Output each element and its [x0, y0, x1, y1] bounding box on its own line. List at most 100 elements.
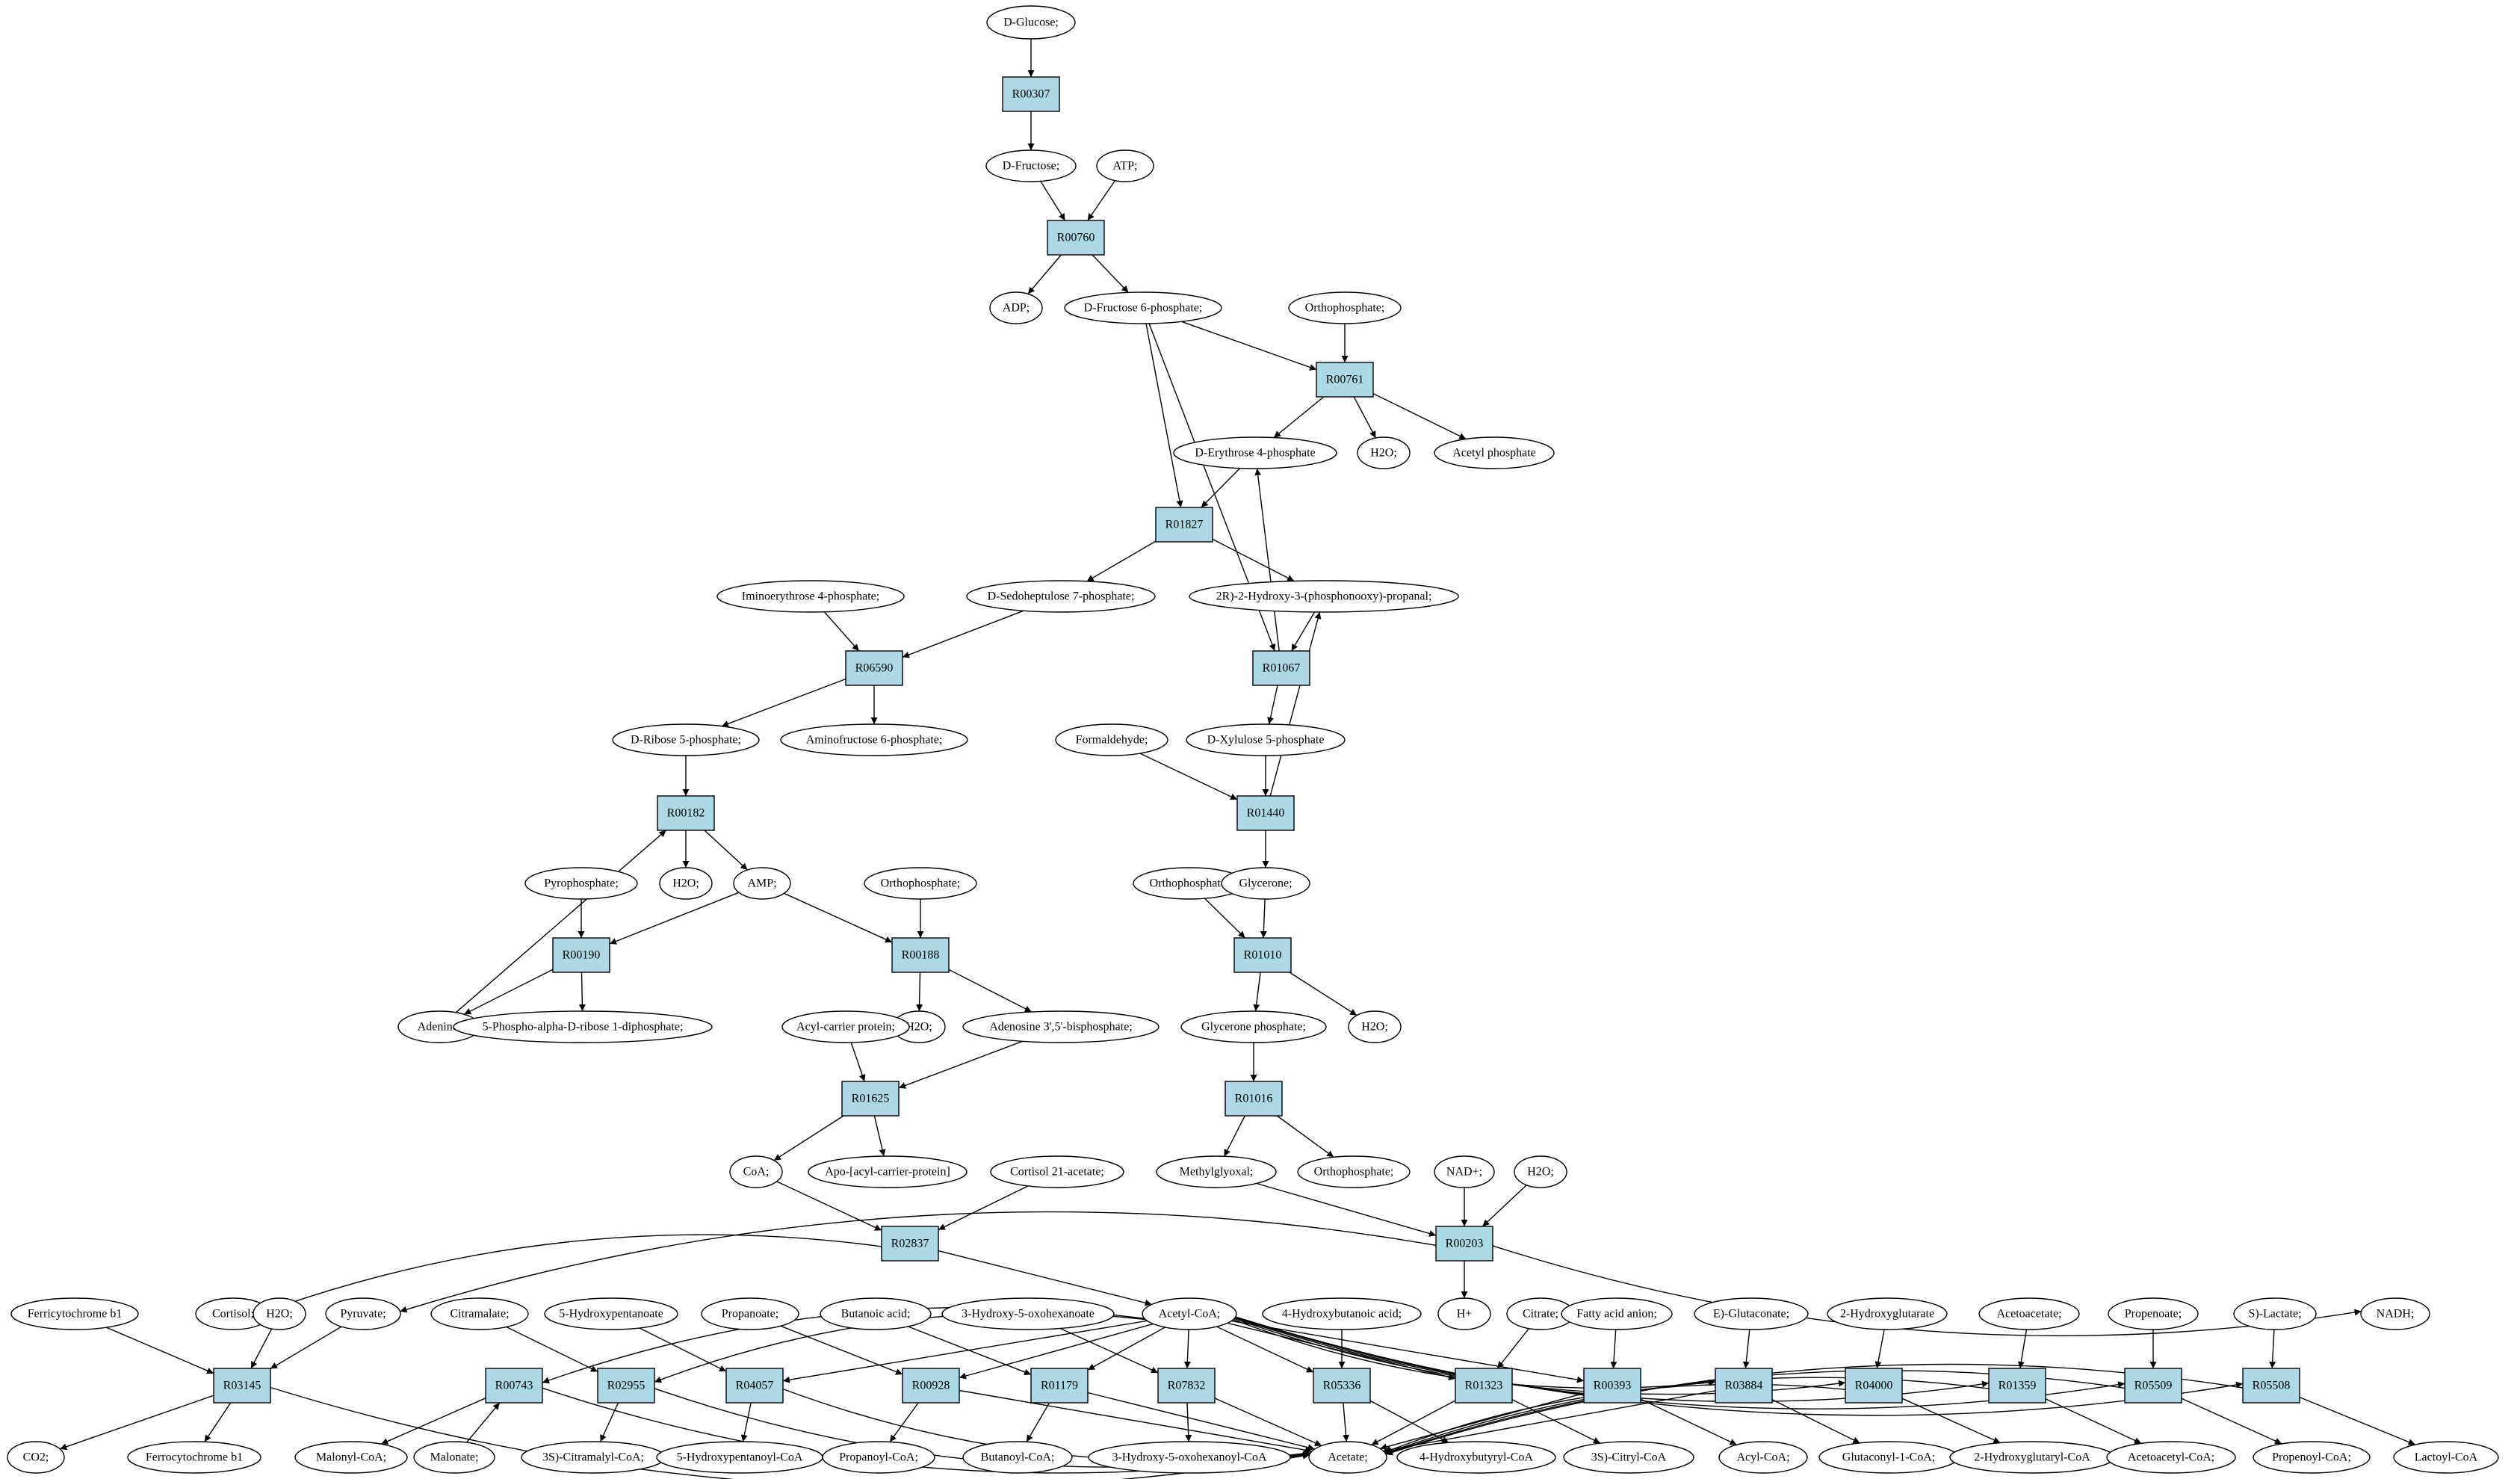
compound-node-lactoyl-coa[interactable]: Lactoyl-CoA [2393, 1441, 2499, 1474]
compound-node-nadh[interactable]: NADH; [2360, 1297, 2430, 1330]
reaction-node-r00188[interactable]: R00188 [891, 937, 950, 973]
compound-node-atp[interactable]: ATP; [1096, 149, 1154, 182]
reaction-node-r01359[interactable]: R01359 [1988, 1368, 2046, 1404]
compound-node-citrate[interactable]: Citrate; [1506, 1297, 1575, 1330]
reaction-node-r00760[interactable]: R00760 [1047, 220, 1105, 256]
compound-node-iminoerythrose[interactable]: Iminoerythrose 4-phosphate; [716, 580, 905, 613]
compound-node-r5p[interactable]: D-Ribose 5-phosphate; [612, 723, 760, 756]
compound-node-h2o-6[interactable]: H2O; [253, 1297, 306, 1330]
compound-node-ferrocytochrome[interactable]: Ferrocytochrome b1 [127, 1441, 261, 1474]
compound-node-hydroxybutyryl-coa[interactable]: 4-Hydroxybutyryl-CoA [1396, 1441, 1556, 1474]
reaction-node-r00928[interactable]: R00928 [902, 1368, 960, 1404]
compound-node-hplus[interactable]: H+ [1437, 1297, 1491, 1330]
compound-node-h2o-5[interactable]: H2O; [1514, 1155, 1567, 1188]
compound-node-methylglyoxal[interactable]: Methylglyoxal; [1156, 1155, 1277, 1188]
compound-node-prpp[interactable]: 5-Phospho-alpha-D-ribose 1-diphosphate; [453, 1010, 713, 1043]
compound-node-hydroxyglutaryl-coa[interactable]: 2-Hydroxyglutaryl-CoA [1949, 1441, 2115, 1474]
reaction-node-r00190[interactable]: R00190 [552, 937, 610, 973]
compound-node-xylulose[interactable]: D-Xylulose 5-phosphate [1186, 723, 1346, 756]
reaction-node-r04057[interactable]: R04057 [725, 1368, 784, 1404]
compound-node-hydroxypentanoyl-coa[interactable]: 5-Hydroxypentanoyl-CoA [656, 1441, 823, 1474]
compound-node-fatty-acid[interactable]: Fatty acid anion; [1561, 1297, 1673, 1330]
compound-node-citramalate[interactable]: Citramalate; [430, 1297, 529, 1330]
reaction-node-r04000[interactable]: R04000 [1845, 1368, 1903, 1404]
compound-node-hydroxyglutarate[interactable]: 2-Hydroxyglutarate [1827, 1297, 1948, 1330]
reaction-node-r00182[interactable]: R00182 [657, 795, 715, 831]
compound-node-acp[interactable]: Acyl-carrier protein; [781, 1010, 910, 1043]
compound-node-propanoate[interactable]: Propanoate; [701, 1297, 799, 1330]
compound-node-propanoyl-coa[interactable]: Propanoyl-CoA; [822, 1441, 935, 1474]
compound-node-d-fructose[interactable]: D-Fructose; [985, 149, 1077, 182]
compound-node-hydroxypropanal[interactable]: 2R)-2-Hydroxy-3-(phosphonooxy)-propanal; [1189, 580, 1459, 613]
reaction-node-r03884[interactable]: R03884 [1715, 1368, 1773, 1404]
compound-node-cortisol21[interactable]: Cortisol 21-acetate; [990, 1155, 1124, 1188]
compound-node-s-lactate[interactable]: S)-Lactate; [2233, 1297, 2317, 1330]
compound-node-h2o-3[interactable]: H2O; [892, 1010, 946, 1043]
compound-node-acyl-coa[interactable]: Acyl-CoA; [1718, 1441, 1808, 1474]
reaction-node-r01179[interactable]: R01179 [1030, 1368, 1089, 1404]
compound-node-amp[interactable]: AMP; [733, 867, 791, 900]
reaction-node-r00761[interactable]: R00761 [1316, 362, 1374, 398]
compound-node-formaldehyde[interactable]: Formaldehyde; [1055, 723, 1168, 756]
compound-node-orthophosphate-2[interactable]: Orthophosphate; [864, 867, 977, 900]
compound-node-apo-acp[interactable]: Apo-[acyl-carrier-protein] [808, 1155, 968, 1188]
reaction-node-r01440[interactable]: R01440 [1236, 795, 1295, 831]
compound-node-aminofructose[interactable]: Aminofructose 6-phosphate; [780, 723, 968, 756]
reaction-node-r01323[interactable]: R01323 [1455, 1368, 1513, 1404]
compound-node-citryl-coa[interactable]: 3S)-Citryl-CoA [1563, 1441, 1694, 1474]
compound-node-e4p[interactable]: D-Erythrose 4-phosphate [1173, 436, 1337, 469]
compound-node-oxohexanoyl-coa[interactable]: 3-Hydroxy-5-oxohexanoyl-CoA [1088, 1441, 1291, 1474]
reaction-node-r02837[interactable]: R02837 [881, 1226, 939, 1262]
compound-node-pyrophosphate[interactable]: Pyrophosphate; [524, 867, 638, 900]
compound-node-acetate[interactable]: Acetate; [1308, 1441, 1387, 1474]
reaction-node-r01625[interactable]: R01625 [841, 1081, 900, 1117]
compound-node-acetyl-phosphate[interactable]: Acetyl phosphate [1434, 436, 1555, 469]
reaction-node-r03145[interactable]: R03145 [213, 1368, 271, 1404]
compound-node-h2o-1[interactable]: H2O; [1357, 436, 1411, 469]
compound-node-oxohexanoate[interactable]: 3-Hydroxy-5-oxohexanoate [941, 1297, 1115, 1330]
compound-node-orthophosphate-3[interactable]: Orthophosphate; [1133, 867, 1246, 900]
compound-node-pap[interactable]: Adenosine 3',5'-bisphosphate; [962, 1010, 1160, 1043]
compound-node-ferricytochrome[interactable]: Ferricytochrome b1 [10, 1297, 139, 1330]
compound-node-malonate[interactable]: Malonate; [413, 1441, 495, 1474]
reaction-node-r01010[interactable]: R01010 [1233, 937, 1292, 973]
compound-node-malonyl-coa[interactable]: Malonyl-CoA; [294, 1441, 408, 1474]
compound-node-nad[interactable]: NAD+; [1434, 1155, 1495, 1188]
compound-node-adp[interactable]: ADP; [989, 291, 1043, 324]
compound-node-propenoate[interactable]: Propenoate; [2108, 1297, 2199, 1330]
compound-node-d-glucose[interactable]: D-Glucose; [986, 5, 1076, 40]
reaction-node-r00393[interactable]: R00393 [1583, 1368, 1641, 1404]
compound-node-citramalyl-coa[interactable]: 3S)-Citramalyl-CoA; [521, 1441, 666, 1474]
compound-node-adenine[interactable]: Adenine; [397, 1010, 481, 1043]
compound-node-pyruvate[interactable]: Pyruvate; [325, 1297, 401, 1330]
compound-node-hydroxybutanoic[interactable]: 4-Hydroxybutanoic acid; [1262, 1297, 1422, 1330]
compound-node-acetoacetate[interactable]: Acetoacetate; [1978, 1297, 2080, 1330]
compound-node-h2o-2[interactable]: H2O; [659, 867, 713, 900]
reaction-node-r01827[interactable]: R01827 [1155, 507, 1213, 543]
compound-node-orthophosphate-1[interactable]: Orthophosphate; [1288, 291, 1402, 324]
compound-node-butanoic[interactable]: Butanoic acid; [820, 1297, 932, 1330]
compound-node-glycerone[interactable]: Glycerone; [1221, 867, 1310, 900]
reaction-node-r01067[interactable]: R01067 [1252, 650, 1310, 686]
reaction-node-r07832[interactable]: R07832 [1157, 1368, 1216, 1404]
compound-node-butanoyl-coa[interactable]: Butanoyl-CoA; [962, 1441, 1073, 1474]
compound-node-co2[interactable]: CO2; [7, 1441, 65, 1474]
compound-node-s7p[interactable]: D-Sedoheptulose 7-phosphate; [966, 580, 1156, 613]
reaction-node-r00203[interactable]: R00203 [1435, 1226, 1493, 1262]
compound-node-coa[interactable]: CoA; [729, 1155, 783, 1188]
compound-node-glutaconate[interactable]: E)-Glutaconate; [1694, 1297, 1809, 1330]
reaction-node-r05336[interactable]: R05336 [1313, 1368, 1371, 1404]
compound-node-h2o-4[interactable]: H2O; [1348, 1010, 1402, 1043]
compound-node-f6p[interactable]: D-Fructose 6-phosphate; [1064, 291, 1222, 324]
compound-node-propenoyl-coa[interactable]: Propenoyl-CoA; [2253, 1441, 2371, 1474]
compound-node-acetoacetyl-coa[interactable]: Acetoacetyl-CoA; [2106, 1441, 2236, 1474]
compound-node-hydroxypentanoate[interactable]: 5-Hydroxypentanoate [544, 1297, 678, 1330]
reaction-node-r05509[interactable]: R05509 [2124, 1368, 2182, 1404]
reaction-node-r01016[interactable]: R01016 [1225, 1081, 1283, 1117]
compound-node-glycerone-p[interactable]: Glycerone phosphate; [1180, 1010, 1327, 1043]
compound-node-cortisol[interactable]: Cortisol; [195, 1297, 271, 1330]
compound-node-acetyl-coa[interactable]: Acetyl-CoA; [1142, 1297, 1237, 1330]
reaction-node-r00743[interactable]: R00743 [485, 1368, 543, 1404]
reaction-node-r06590[interactable]: R06590 [845, 650, 903, 686]
reaction-node-r00307[interactable]: R00307 [1002, 76, 1060, 112]
